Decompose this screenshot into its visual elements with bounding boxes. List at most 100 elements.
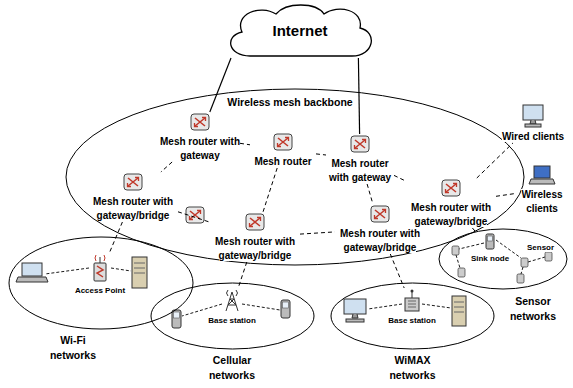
router-icon — [326, 134, 394, 154]
node-label: Mesh router with gateway/bridge — [406, 200, 496, 228]
node-label: Mesh router with gateway/bridge — [335, 226, 425, 254]
base-station: Base station — [384, 288, 440, 326]
internet-cloud: Internet — [222, 2, 378, 58]
wifi-network: Wi-Fi networks Access Point — [8, 236, 194, 362]
ap-icon — [72, 254, 128, 282]
router-label: Mesh router with gateway — [329, 158, 391, 183]
node-label: Access Point — [72, 283, 128, 296]
bs2-icon — [384, 288, 440, 312]
cellular-network: Cellular networks Base station — [150, 282, 315, 382]
pc-icon — [498, 104, 568, 128]
mesh-router: Mesh router with gateway/bridge — [210, 212, 300, 262]
node-label: Mesh router with gateway/bridge — [88, 194, 178, 222]
node-label: Mesh router — [250, 154, 316, 168]
sink-symbol — [484, 233, 496, 250]
group-heading: WiMAX networks — [380, 352, 445, 382]
wireless-link — [240, 143, 250, 145]
router-symbol — [441, 178, 461, 198]
device-label: Sink node — [471, 254, 509, 263]
local-links — [45, 240, 545, 316]
wireless-link — [238, 262, 247, 288]
device-label: Access Point — [75, 286, 125, 295]
node-label: Wireless clients — [514, 187, 570, 215]
router-symbol — [123, 172, 143, 192]
bs2-symbol — [400, 288, 424, 312]
wireless-link — [394, 175, 406, 181]
router-label: Mesh router with gateway/bridge — [215, 236, 295, 261]
node-label: Wired clients — [498, 129, 568, 143]
router-symbol — [190, 112, 210, 132]
group-title: Cellular networks — [209, 354, 255, 381]
access-point: Access Point — [72, 254, 128, 296]
wireless-link — [300, 232, 335, 234]
cloud-text: Internet — [272, 22, 327, 39]
sensor-label: Sensor — [527, 243, 554, 252]
wimax-pc — [344, 299, 366, 322]
laptop-icon — [514, 164, 570, 186]
router-symbol — [245, 212, 265, 232]
router-label: Mesh router with gateway/bridge — [411, 202, 491, 227]
backbone-ellipse: Wireless mesh backboneMesh router with g… — [65, 88, 525, 266]
wifi-laptop — [16, 263, 48, 282]
mesh-router: Mesh router — [250, 132, 316, 168]
sensor-label: Sensor — [527, 240, 554, 253]
network-ellipse — [8, 236, 194, 330]
mesh-router: Mesh router with gateway/bridge — [88, 172, 178, 222]
router-icon — [160, 112, 240, 132]
internet-link — [358, 58, 359, 134]
mesh-router: Mesh router with gateway — [160, 112, 240, 162]
wireless-link — [496, 194, 514, 197]
router-symbol — [350, 134, 370, 154]
router-icon — [406, 178, 496, 198]
group-title: Wi-Fi networks — [50, 334, 96, 361]
wimax-network: WiMAX networks Base station — [330, 282, 495, 382]
group-title: Sensor networks — [510, 295, 556, 322]
router-icon — [210, 212, 300, 232]
group-title: WiMAX networks — [389, 354, 435, 381]
wimax-server — [452, 296, 466, 326]
router-label: Mesh router with gateway/bridge — [340, 228, 420, 253]
sink-node: Sink node — [468, 233, 512, 264]
group-heading: Sensor networks — [498, 293, 568, 323]
group-heading: Cellular networks — [202, 352, 262, 382]
device-label: Wireless clients — [521, 189, 562, 214]
pc-symbol — [518, 104, 548, 128]
device-label: Base station — [208, 316, 256, 325]
mesh-router: Mesh router with gateway — [326, 134, 394, 184]
group-heading: Wireless mesh backbone — [220, 94, 360, 109]
node-label: Mesh router with gateway/bridge — [210, 234, 300, 262]
wireless-link — [477, 143, 513, 178]
bs-symbol — [220, 288, 244, 312]
router-label: Mesh router — [254, 156, 311, 167]
router-label: Mesh router with gateway/bridge — [93, 196, 173, 221]
router-label: Mesh router with gateway — [160, 136, 240, 161]
node-label: Sink node — [468, 251, 512, 264]
node-label: Mesh router with gateway — [326, 156, 394, 184]
laptop-symbol — [528, 164, 556, 186]
cloud-label: Internet — [222, 2, 378, 58]
wireless-link — [178, 212, 210, 222]
group-title: Wireless mesh backbone — [227, 96, 352, 108]
ap-symbol — [89, 254, 111, 282]
wireless-link — [367, 184, 373, 204]
base-station: Base station — [204, 288, 260, 326]
mesh-router: Mesh router with gateway/bridge — [406, 178, 496, 228]
bs-icon — [204, 288, 260, 312]
device-label: Wired clients — [502, 131, 564, 142]
wireless-link — [316, 154, 326, 155]
group-heading: Wi-Fi networks — [43, 332, 103, 362]
wireless-link — [263, 168, 277, 212]
node-label: Base station — [384, 313, 440, 326]
node-label: Base station — [204, 313, 260, 326]
device-label: Base station — [388, 316, 436, 325]
router-symbol — [273, 132, 293, 152]
node-label: Mesh router with gateway — [160, 134, 240, 162]
wifi-server — [132, 257, 147, 288]
plain-mesh-router — [186, 207, 204, 223]
wired-client: Wired clients — [498, 104, 568, 143]
router-icon — [250, 132, 316, 152]
router-icon — [88, 172, 178, 192]
sink-icon — [468, 233, 512, 250]
cell-phone — [172, 300, 290, 328]
wireless-client: Wireless clients — [514, 164, 570, 215]
